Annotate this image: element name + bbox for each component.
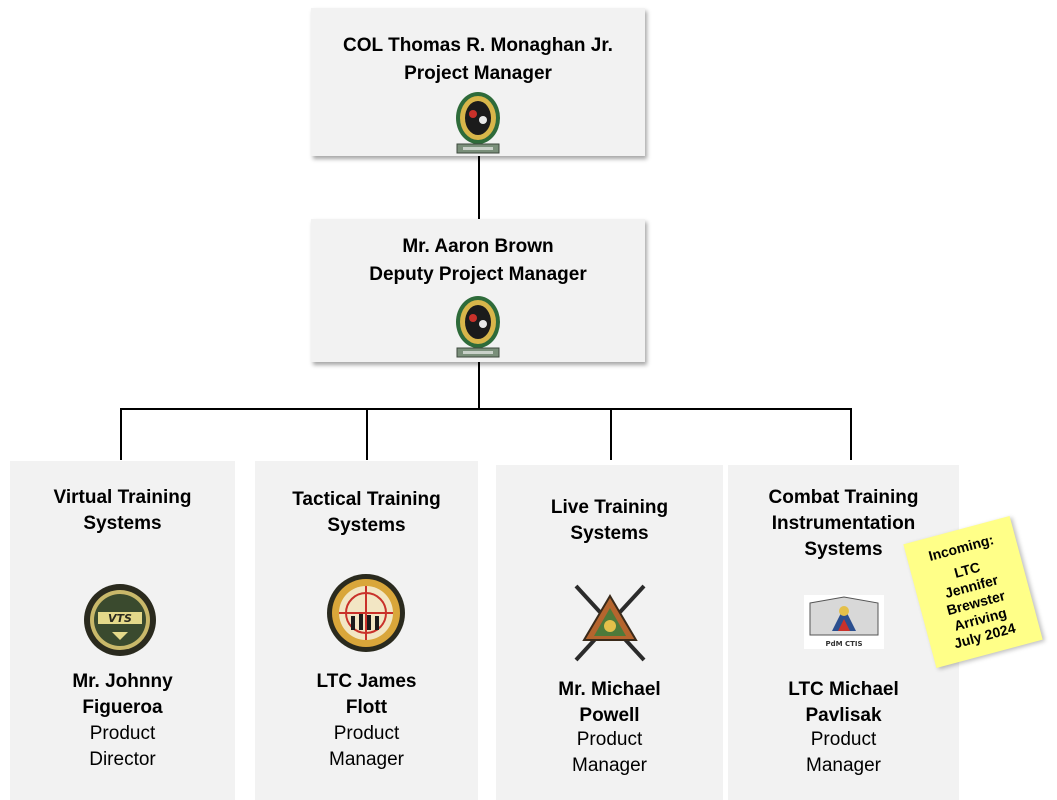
crossed-rifles-emblem-icon [574, 584, 646, 662]
unit-title-line: Combat Training [768, 487, 919, 508]
project-manager-name: COL Thomas R. Monaghan Jr. [343, 35, 613, 56]
unit-name-line: Mr. Johnny [72, 671, 173, 692]
unit-title: Virtual Training Systems [10, 485, 235, 537]
peo-emblem-icon [456, 92, 500, 154]
connector-bus-line [120, 408, 852, 410]
connector-line [120, 408, 122, 460]
connector-line [610, 408, 612, 460]
peo-emblem-icon [456, 296, 500, 358]
unit-person-name: Mr. Johnny Figueroa [10, 669, 235, 721]
unit-title-line: Tactical Training [292, 489, 441, 510]
pdm-ctis-emblem-icon: PdM CTIS [804, 595, 884, 649]
unit-person-name: LTC Michael Pavlisak [728, 677, 959, 729]
unit-role-line: Manager [806, 755, 881, 776]
unit-role-line: Product [89, 723, 156, 744]
unit-role-line: Product [810, 729, 877, 750]
unit-name-line: Flott [345, 697, 388, 718]
unit-name-line: Mr. Michael [558, 679, 661, 700]
unit-person-name: Mr. Michael Powell [496, 677, 723, 729]
connector-line [366, 408, 368, 460]
deputy-title: Deputy Project Manager [369, 264, 587, 285]
unit-name-line: LTC Michael [788, 679, 899, 700]
unit-person-role: Product Manager [496, 727, 723, 779]
unit-role-line: Manager [329, 749, 404, 770]
unit-name-line: Figueroa [82, 697, 163, 718]
unit-title-line: Systems [83, 513, 162, 534]
project-manager-box: COL Thomas R. Monaghan Jr. Project Manag… [311, 8, 645, 156]
unit-title-line: Systems [804, 539, 883, 560]
tactical-training-emblem-icon [327, 574, 405, 652]
unit-role-line: Director [89, 749, 156, 770]
unit-box-virtual-training: Virtual Training Systems VTS Mr. Johnny … [10, 461, 235, 800]
unit-role-line: Product [333, 723, 400, 744]
unit-name-line: LTC James [316, 671, 417, 692]
unit-title-line: Live Training [550, 497, 669, 518]
svg-text:VTS: VTS [108, 612, 132, 625]
unit-person-role: Product Manager [255, 721, 478, 773]
unit-title: Live Training Systems [496, 495, 723, 547]
unit-box-tactical-training: Tactical Training Systems LTC James Flot… [255, 461, 478, 800]
deputy-project-manager-box: Mr. Aaron Brown Deputy Project Manager [311, 219, 645, 362]
unit-person-role: Product Director [10, 721, 235, 773]
connector-line [478, 156, 480, 219]
unit-person-name: LTC James Flott [255, 669, 478, 721]
unit-title-line: Systems [327, 515, 406, 536]
unit-person-role: Product Manager [728, 727, 959, 779]
pdm-ctis-label: PdM CTIS [825, 640, 862, 648]
unit-role-line: Product [576, 729, 643, 750]
unit-title: Combat Training Instrumentation Systems [728, 485, 959, 563]
unit-title-line: Virtual Training [53, 487, 192, 508]
unit-title-line: Instrumentation [771, 513, 916, 534]
connector-line [478, 362, 480, 410]
connector-line [850, 408, 852, 460]
unit-box-live-training: Live Training Systems Mr. Michael Powell… [496, 465, 723, 800]
unit-title-line: Systems [570, 523, 649, 544]
unit-title: Tactical Training Systems [255, 487, 478, 539]
unit-name-line: Pavlisak [805, 705, 882, 726]
unit-role-line: Manager [572, 755, 647, 776]
deputy-name: Mr. Aaron Brown [402, 236, 554, 257]
project-manager-title: Project Manager [404, 63, 552, 84]
vts-emblem-icon: VTS [84, 584, 156, 656]
unit-name-line: Powell [579, 705, 640, 726]
unit-box-combat-training: Combat Training Instrumentation Systems … [728, 465, 959, 800]
